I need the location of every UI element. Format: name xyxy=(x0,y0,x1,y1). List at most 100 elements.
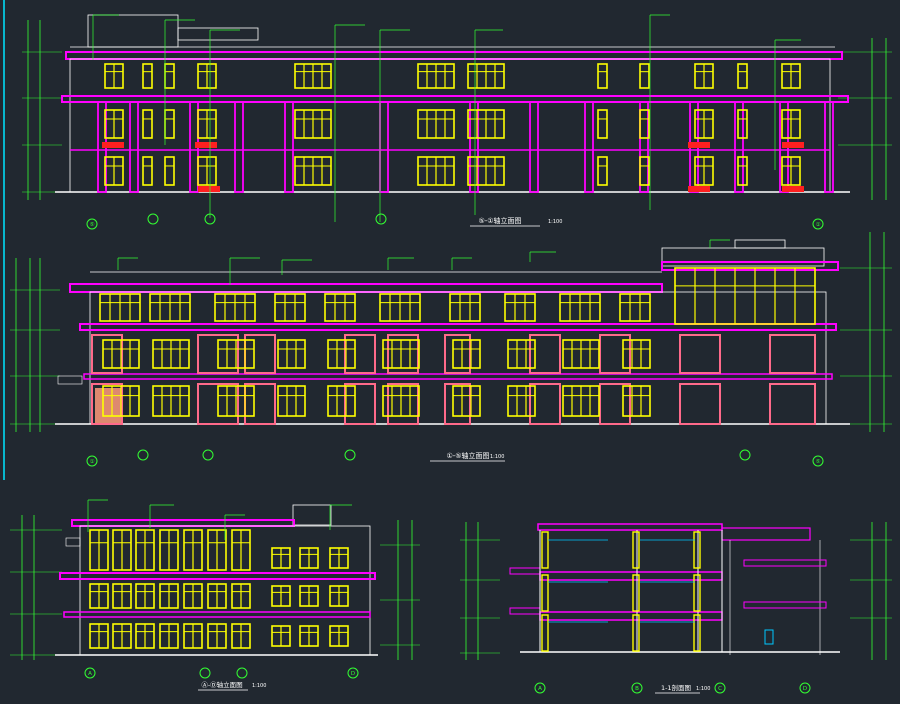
elev2-axis-right-label: ⑤ xyxy=(816,459,821,465)
section-axis-c xyxy=(714,682,726,694)
section-title: 1-1剖面图 xyxy=(661,683,691,692)
elev2-axis-left-label: ① xyxy=(90,459,95,465)
section-column-0 xyxy=(541,531,549,569)
elev1-window-mid-10 xyxy=(737,109,748,139)
elev1-axis-4 xyxy=(375,213,387,225)
elev2-entrance-panel xyxy=(95,388,123,424)
elev1-window-mid-8 xyxy=(639,109,650,139)
elev1-axis-right xyxy=(812,218,824,230)
elev1-axis-3 xyxy=(204,213,216,225)
section-dimension-left xyxy=(460,522,500,660)
elev3-floor-band-2 xyxy=(63,611,371,618)
elev2-screen-lower-9 xyxy=(769,383,816,425)
section-column-6 xyxy=(693,531,701,569)
elev2-window-top-4 xyxy=(324,293,356,322)
elev1-window-mid-7 xyxy=(597,109,608,139)
elev3-title: Ⓐ-Ⓓ轴立面图 xyxy=(201,680,242,689)
section-canopy-2 xyxy=(743,601,827,609)
elev1-pilaster-5 xyxy=(379,101,389,193)
elev2-title: ①-⑤轴立面图 xyxy=(446,451,489,460)
elev2-window-top-6 xyxy=(449,293,481,322)
elev3-axis-left-label: A xyxy=(88,671,92,677)
elev2-window-low-4 xyxy=(327,385,356,417)
section-left-canopy-2 xyxy=(509,607,541,615)
elev1-stair-tower xyxy=(87,14,179,48)
elev3-dimension-right xyxy=(380,520,420,660)
section-floor-slab-3 xyxy=(539,571,723,581)
elev2-window-mid-4 xyxy=(327,339,356,369)
elev1-red-panel-6 xyxy=(198,186,220,192)
elev2-screen-lower-2 xyxy=(244,383,276,425)
section-column-3 xyxy=(632,531,640,569)
elev2-roof-box xyxy=(734,239,786,249)
section-beams-columns xyxy=(541,531,701,652)
elev2-screen-lower-6 xyxy=(529,383,561,425)
elev1-axis-left xyxy=(86,218,98,230)
elev1-red-panel-2 xyxy=(688,142,710,148)
elev2-axis-3 xyxy=(202,449,214,461)
section-dimension-right xyxy=(850,522,892,660)
elev2-screen-upper-7 xyxy=(599,334,631,374)
elev2-roof-cornice xyxy=(69,283,663,293)
section-column-7 xyxy=(693,574,701,612)
elev1-red-panel-1 xyxy=(195,142,217,148)
elev1-window-mid-2 xyxy=(164,109,175,139)
elev2-window-mid-9 xyxy=(622,339,651,369)
elev2-upper-cornice xyxy=(661,261,839,271)
elev3-stair-tower xyxy=(292,504,332,526)
elev2-axis-4 xyxy=(344,449,356,461)
elev1-pilaster-1 xyxy=(129,101,139,193)
section-door xyxy=(764,629,774,645)
elevation-1-5: ① ⑤ ①-⑤轴立面图 1:100 xyxy=(10,232,892,467)
elev2-dimension-right xyxy=(840,232,892,432)
elev2-window-low-7 xyxy=(507,385,536,417)
elev2-annotation-leaders xyxy=(117,239,730,285)
section-column-8 xyxy=(693,614,701,652)
elev2-window-low-6 xyxy=(452,385,481,417)
elev2-screen-lower-5 xyxy=(444,383,471,425)
section-axis-b xyxy=(631,682,643,694)
elev1-red-panel-5 xyxy=(782,186,804,192)
elev2-scale: 1:100 xyxy=(490,454,504,460)
elev2-screen-lower-8 xyxy=(679,383,721,425)
elev2-floor-band-2 xyxy=(83,373,833,380)
elev2-window-top-9 xyxy=(619,293,651,322)
elev3-dimension-left xyxy=(10,515,62,660)
elev2-screen-upper-6 xyxy=(529,334,561,374)
elev3-windows xyxy=(89,529,349,649)
elev2-windows xyxy=(99,267,816,417)
elev2-screen-upper-0 xyxy=(91,334,123,374)
section-column-5 xyxy=(632,614,640,652)
elev2-window-top-3 xyxy=(274,293,306,322)
elev2-window-low-9 xyxy=(622,385,651,417)
elev2-screen-upper-9 xyxy=(769,334,816,374)
elev2-window-top-7 xyxy=(504,293,536,322)
elev3-axis-3 xyxy=(236,667,248,679)
elev1-pilaster-11 xyxy=(734,101,744,193)
elev2-screen-lower-0 xyxy=(91,383,123,425)
elev3-axis-right xyxy=(347,667,359,679)
section-roof-slab xyxy=(537,523,723,531)
section-axis-b-label: B xyxy=(635,686,639,692)
elev3-floor-band-3 xyxy=(59,572,376,580)
elev2-screen-upper-3 xyxy=(344,334,376,374)
elev2-window-low-3 xyxy=(277,385,306,417)
section-axis-c-label: C xyxy=(718,686,722,692)
section-upper-roof xyxy=(721,527,811,541)
elev2-window-mid-6 xyxy=(452,339,481,369)
elev2-screen-lower-7 xyxy=(599,383,631,425)
elev1-dimension-left xyxy=(22,20,62,200)
elev3-side-ledge xyxy=(65,537,81,547)
elev2-screen-upper-1 xyxy=(197,334,239,374)
elev1-windows xyxy=(104,63,801,186)
elev2-side-canopy xyxy=(57,375,83,385)
elev1-window-low-7 xyxy=(597,156,608,186)
elev3-axis-right-label: D xyxy=(351,671,355,677)
elev1-axis-right-label: ① xyxy=(816,222,821,228)
elev1-red-panel-0 xyxy=(102,142,124,148)
elev2-axis-left xyxy=(86,455,98,467)
